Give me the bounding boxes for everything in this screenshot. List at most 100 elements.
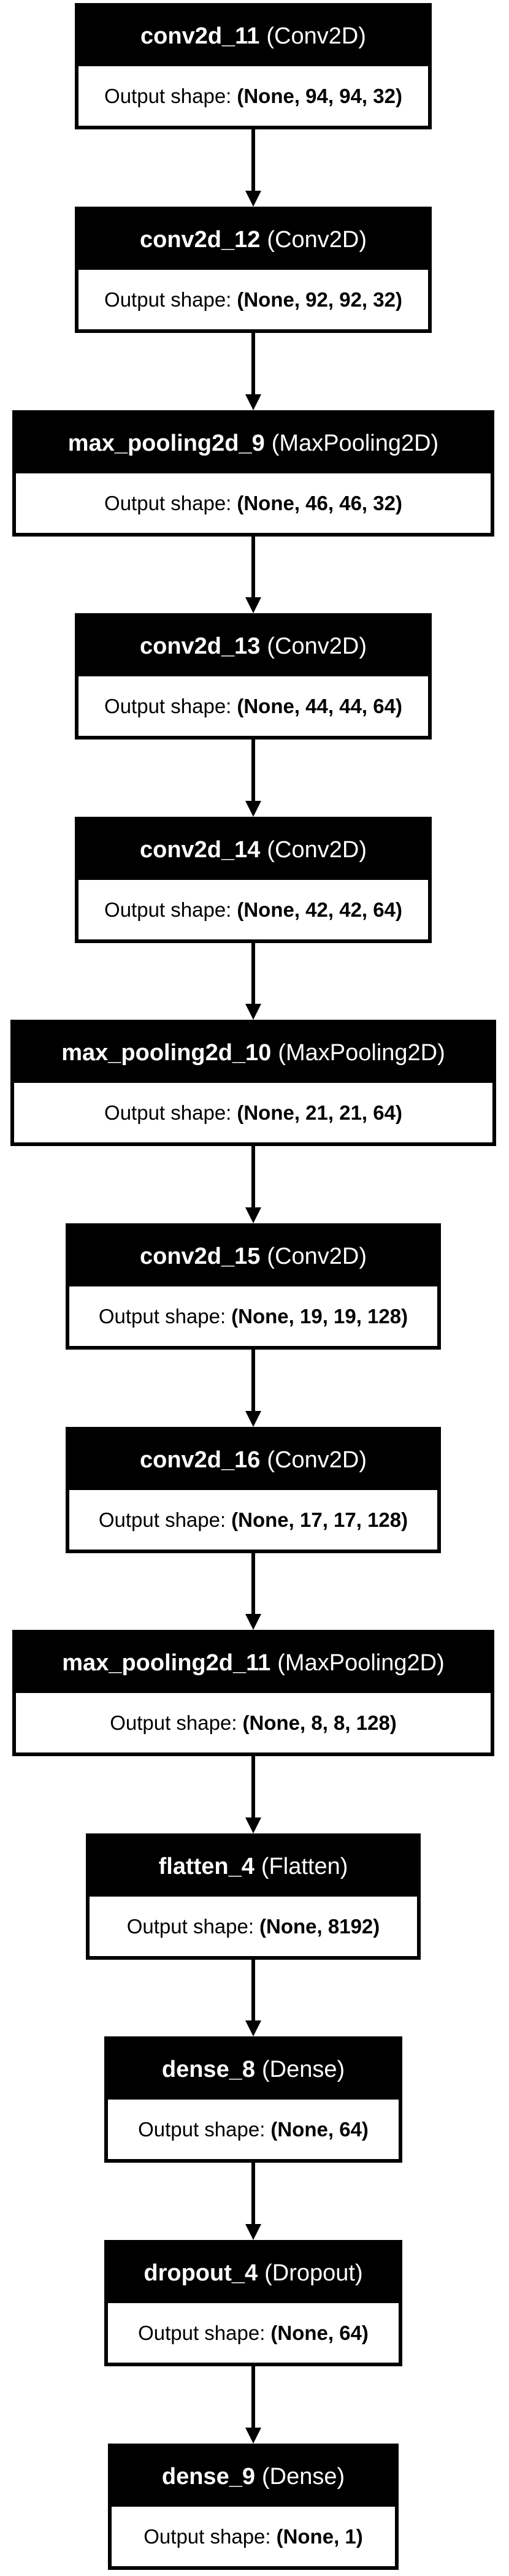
- output-shape-value: (None, 21, 21, 64): [237, 1101, 402, 1124]
- output-shape-value: (None, 19, 19, 128): [231, 1304, 408, 1328]
- output-shape-label: Output shape:: [104, 1101, 232, 1124]
- output-shape-value: (None, 17, 17, 128): [231, 1508, 408, 1531]
- arrow-head-icon: [245, 1004, 261, 1020]
- arrow-shaft: [251, 943, 255, 1005]
- layer-output-row: Output shape:(None, 94, 94, 32): [78, 66, 428, 126]
- output-shape-label: Output shape:: [98, 1304, 226, 1328]
- layer-type: (Conv2D): [267, 1244, 367, 1269]
- output-shape-label: Output shape:: [104, 898, 232, 921]
- layer-output-row: Output shape:(None, 64): [108, 2100, 399, 2159]
- arrow-head-icon: [245, 2224, 261, 2240]
- arrow-shaft: [251, 537, 255, 598]
- arrow-shaft: [251, 1553, 255, 1615]
- layer-node: max_pooling2d_11(MaxPooling2D)Output sha…: [12, 1630, 494, 1756]
- layer-node: dropout_4(Dropout)Output shape:(None, 64…: [104, 2240, 402, 2366]
- layer-output-row: Output shape:(None, 46, 46, 32): [16, 473, 491, 533]
- layer-type: (Conv2D): [267, 1447, 367, 1473]
- arrow-shaft: [251, 2366, 255, 2429]
- layer-type: (Dropout): [264, 2260, 363, 2286]
- output-shape-value: (None, 1): [276, 2524, 363, 2548]
- layer-name: conv2d_13: [139, 633, 261, 659]
- layer-output-row: Output shape:(None, 44, 44, 64): [78, 676, 428, 736]
- layer-type: (MaxPooling2D): [278, 1040, 445, 1066]
- layer-node: conv2d_11(Conv2D)Output shape:(None, 94,…: [75, 3, 432, 129]
- layer-node: conv2d_16(Conv2D)Output shape:(None, 17,…: [66, 1427, 441, 1553]
- layer-name: conv2d_14: [139, 837, 261, 863]
- arrow-head-icon: [245, 801, 261, 817]
- layer-node: conv2d_15(Conv2D)Output shape:(None, 19,…: [66, 1223, 441, 1350]
- arrow-shaft: [251, 1960, 255, 2022]
- arrow-head-icon: [245, 1817, 261, 1833]
- arrow-shaft: [251, 2163, 255, 2225]
- layer-node: conv2d_13(Conv2D)Output shape:(None, 44,…: [75, 613, 432, 740]
- arrow-shaft: [251, 129, 255, 192]
- layer-name: flatten_4: [158, 1854, 255, 1879]
- layer-header: conv2d_13(Conv2D): [78, 617, 428, 676]
- arrow-shaft: [251, 1756, 255, 1819]
- layer-header: dropout_4(Dropout): [108, 2244, 399, 2303]
- layer-name: conv2d_12: [139, 227, 261, 253]
- arrow-head-icon: [245, 1614, 261, 1630]
- layer-output-row: Output shape:(None, 8192): [90, 1897, 417, 1956]
- layer-name: conv2d_11: [140, 23, 260, 49]
- layer-name: dense_9: [161, 2464, 255, 2490]
- arrow-shaft: [251, 740, 255, 802]
- arrow-shaft: [251, 333, 255, 396]
- layer-header: max_pooling2d_10(MaxPooling2D): [14, 1023, 492, 1083]
- layer-output-row: Output shape:(None, 21, 21, 64): [14, 1083, 492, 1142]
- layer-output-row: Output shape:(None, 19, 19, 128): [69, 1286, 437, 1346]
- output-shape-value: (None, 94, 94, 32): [237, 84, 402, 107]
- layer-type: (Conv2D): [267, 227, 367, 253]
- arrow-head-icon: [245, 2020, 261, 2036]
- layer-name: dense_8: [161, 2057, 255, 2082]
- output-shape-label: Output shape:: [104, 694, 232, 717]
- layer-type: (Dense): [261, 2057, 345, 2082]
- arrow-head-icon: [245, 191, 261, 207]
- layer-output-row: Output shape:(None, 92, 92, 32): [78, 270, 428, 329]
- output-shape-label: Output shape:: [144, 2524, 271, 2548]
- layer-header: conv2d_11(Conv2D): [78, 7, 428, 66]
- layer-header: conv2d_12(Conv2D): [78, 210, 428, 270]
- layer-name: conv2d_15: [139, 1244, 261, 1269]
- output-shape-value: (None, 8, 8, 128): [242, 1711, 397, 1734]
- layer-output-row: Output shape:(None, 42, 42, 64): [78, 880, 428, 939]
- arrow-head-icon: [245, 1207, 261, 1223]
- output-shape-value: (None, 42, 42, 64): [237, 898, 402, 921]
- layer-header: max_pooling2d_9(MaxPooling2D): [16, 414, 491, 473]
- layer-node: dense_9(Dense)Output shape:(None, 1): [108, 2444, 399, 2570]
- layer-type: (Dense): [261, 2464, 345, 2490]
- arrow-head-icon: [245, 394, 261, 410]
- output-shape-label: Output shape:: [104, 491, 232, 514]
- output-shape-label: Output shape:: [104, 288, 232, 311]
- layer-output-row: Output shape:(None, 17, 17, 128): [69, 1490, 437, 1550]
- layer-node: conv2d_12(Conv2D)Output shape:(None, 92,…: [75, 207, 432, 333]
- layer-header: dense_8(Dense): [108, 2040, 399, 2100]
- layer-output-row: Output shape:(None, 64): [108, 2303, 399, 2363]
- output-shape-value: (None, 64): [270, 2321, 369, 2344]
- layer-node: max_pooling2d_9(MaxPooling2D)Output shap…: [12, 410, 494, 537]
- layer-node: dense_8(Dense)Output shape:(None, 64): [104, 2036, 402, 2163]
- arrow-shaft: [251, 1146, 255, 1209]
- layer-header: dense_9(Dense): [112, 2447, 395, 2507]
- layer-type: (Conv2D): [266, 23, 366, 49]
- layer-header: conv2d_15(Conv2D): [69, 1227, 437, 1286]
- layer-name: max_pooling2d_11: [62, 1650, 271, 1676]
- layer-header: conv2d_16(Conv2D): [69, 1431, 437, 1490]
- arrow-shaft: [251, 1350, 255, 1412]
- layer-type: (Flatten): [261, 1854, 348, 1879]
- layer-header: conv2d_14(Conv2D): [78, 820, 428, 880]
- layer-type: (MaxPooling2D): [271, 430, 439, 456]
- output-shape-value: (None, 92, 92, 32): [237, 288, 402, 311]
- output-shape-value: (None, 46, 46, 32): [237, 491, 402, 514]
- output-shape-value: (None, 8192): [259, 1914, 380, 1938]
- layer-type: (Conv2D): [267, 633, 367, 659]
- output-shape-label: Output shape:: [98, 1508, 226, 1531]
- layer-node: conv2d_14(Conv2D)Output shape:(None, 42,…: [75, 817, 432, 943]
- layer-type: (Conv2D): [267, 837, 367, 863]
- layer-output-row: Output shape:(None, 1): [112, 2507, 395, 2566]
- output-shape-label: Output shape:: [138, 2117, 266, 2141]
- layer-node: flatten_4(Flatten) Output shape:(None, 81…: [86, 1833, 421, 1960]
- output-shape-label: Output shape:: [126, 1914, 255, 1938]
- arrow-head-icon: [245, 597, 261, 613]
